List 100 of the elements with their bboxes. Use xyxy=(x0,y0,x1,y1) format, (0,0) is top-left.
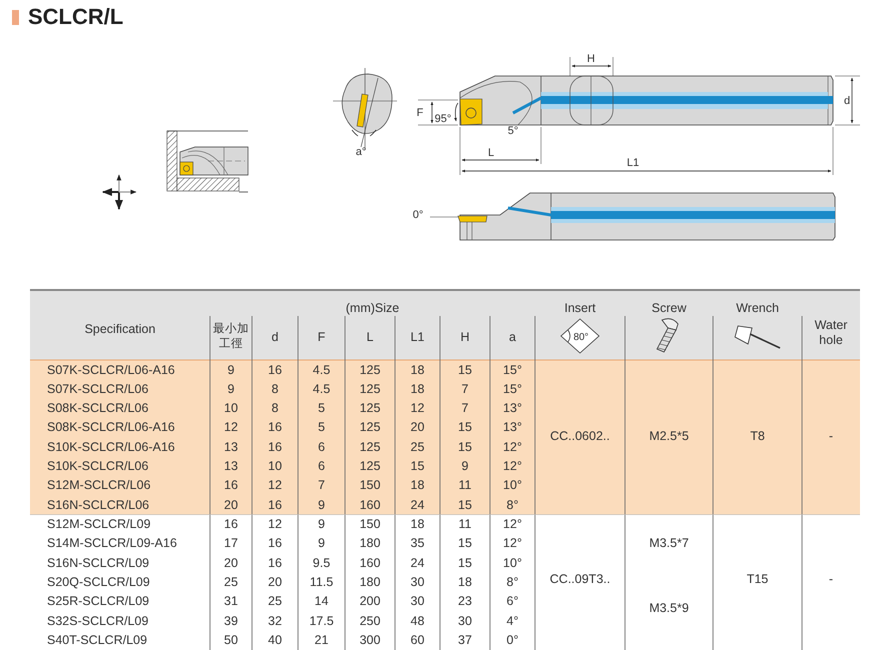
dimension-value: 21 xyxy=(314,633,330,648)
dimension-value: 10° xyxy=(502,478,523,494)
dimension-value: 10 xyxy=(267,459,283,474)
dimension-value: 12° xyxy=(502,459,523,474)
dimension-label: 5° xyxy=(506,124,520,139)
dimension-value: 25 xyxy=(267,594,283,610)
dimension-value: 15 xyxy=(457,498,473,513)
dimension-value: 24 xyxy=(410,498,426,513)
specification-code: S10K-SCLCR/L06-A16 xyxy=(47,440,176,455)
specification-code: S40T-SCLCR/L09 xyxy=(47,633,148,648)
dimension-value: 37 xyxy=(457,633,473,648)
specification-code: S10K-SCLCR/L06 xyxy=(47,459,150,474)
dimension-value: 32 xyxy=(267,614,283,629)
dimension-value: 30 xyxy=(410,594,426,610)
column-header: 最小加工徑 xyxy=(212,322,250,352)
dimension-value: 300 xyxy=(358,633,382,648)
dimension-value: 18 xyxy=(410,478,426,494)
wrench-size: T8 xyxy=(749,429,766,444)
dimension-label: 95° xyxy=(434,112,452,127)
specification-code: S16N-SCLCR/L09 xyxy=(47,556,150,571)
dimension-value: 16 xyxy=(267,536,283,552)
insert-code: CC..09T3.. xyxy=(548,572,612,587)
dimension-value: 5 xyxy=(317,401,326,416)
dimension-value: 17 xyxy=(223,536,239,552)
column-header: Specification xyxy=(84,322,156,337)
dimension-value: 7 xyxy=(317,478,326,494)
specification-code: S08K-SCLCR/L06 xyxy=(47,401,150,416)
dimension-label: H xyxy=(586,52,596,67)
dimension-label: 0° xyxy=(412,208,424,223)
dimension-value: 8 xyxy=(270,382,280,397)
dimension-value: 30 xyxy=(457,614,473,629)
dimension-value: 9.5 xyxy=(312,556,332,571)
dimension-value: 15 xyxy=(457,420,473,436)
dimension-value: 10 xyxy=(223,401,239,416)
dimension-value: 12 xyxy=(267,478,283,494)
dimension-value: 15 xyxy=(457,440,473,455)
dimension-value: 4° xyxy=(506,614,520,629)
column-header: L xyxy=(366,330,374,345)
dimension-value: 13 xyxy=(223,440,239,455)
dimension-value: 125 xyxy=(358,440,382,455)
dimension-value: 48 xyxy=(410,614,426,629)
dimension-value: 17.5 xyxy=(308,614,335,629)
dimension-value: 200 xyxy=(358,594,382,610)
specification-code: S32S-SCLCR/L09 xyxy=(47,614,150,629)
specification-code: S25R-SCLCR/L09 xyxy=(47,594,150,610)
specification-code: S07K-SCLCR/L06-A16 xyxy=(47,362,176,378)
dimension-value: 6 xyxy=(317,459,326,474)
dimension-value: 18 xyxy=(410,382,426,397)
column-header: Wrench xyxy=(735,301,780,316)
dimension-value: 16 xyxy=(223,517,239,532)
dimension-value: 11 xyxy=(458,478,472,494)
dimension-value: 9 xyxy=(317,498,326,513)
dimension-value: 6° xyxy=(506,594,520,610)
dimension-value: 250 xyxy=(358,614,382,629)
column-header: F xyxy=(316,330,326,345)
dimension-value: 150 xyxy=(358,517,382,532)
specification-code: S20Q-SCLCR/L09 xyxy=(47,575,151,590)
title: SCLCR/L xyxy=(28,4,124,30)
dimension-value: 125 xyxy=(358,459,382,474)
dimension-value: 9 xyxy=(317,536,326,552)
angle-label: 80° xyxy=(572,331,590,345)
dimension-value: 16 xyxy=(267,498,283,513)
dimension-value: 5 xyxy=(317,420,326,436)
dimension-value: 14 xyxy=(314,594,330,610)
dimension-value: 16 xyxy=(223,478,239,494)
column-header: H xyxy=(459,330,471,345)
dimension-value: 8° xyxy=(506,498,520,513)
column-header: a xyxy=(508,330,517,345)
dimension-value: 16 xyxy=(267,440,283,455)
dimension-value: 125 xyxy=(358,382,382,397)
dimension-value: 12 xyxy=(223,420,239,436)
dimension-value: 13 xyxy=(223,459,239,474)
dimension-value: 15° xyxy=(502,362,523,378)
water-hole-value: - xyxy=(828,429,834,444)
dimension-value: 125 xyxy=(358,401,382,416)
dimension-value: 50 xyxy=(223,633,239,648)
dimension-value: 24 xyxy=(410,556,426,571)
dimension-label: L xyxy=(486,146,496,161)
dimension-value: 12 xyxy=(410,401,426,416)
column-header: (mm)Size xyxy=(344,301,400,316)
dimension-value: 4.5 xyxy=(312,362,332,378)
dimension-value: 180 xyxy=(358,575,382,590)
dimension-value: 6 xyxy=(317,440,326,455)
dimension-value: 25 xyxy=(410,440,426,455)
dimension-value: 20 xyxy=(223,556,239,571)
dimension-value: 18 xyxy=(410,362,426,378)
dimension-value: 8° xyxy=(506,575,520,590)
dimension-value: 125 xyxy=(358,420,382,436)
specification-code: S14M-SCLCR/L09-A16 xyxy=(47,536,178,552)
dimension-value: 16 xyxy=(267,556,283,571)
dimension-value: 31 xyxy=(223,594,239,610)
dimension-value: 11.5 xyxy=(308,575,334,590)
insert-code: CC..0602.. xyxy=(549,429,611,444)
dimension-value: 12 xyxy=(267,517,283,532)
dimension-value: 15 xyxy=(457,556,473,571)
dimension-value: 18 xyxy=(457,575,473,590)
screw-size: M3.5*9 xyxy=(648,601,690,616)
dimension-value: 16 xyxy=(267,420,283,436)
dimension-label: F xyxy=(416,106,424,121)
dimension-value: 7 xyxy=(460,382,470,397)
